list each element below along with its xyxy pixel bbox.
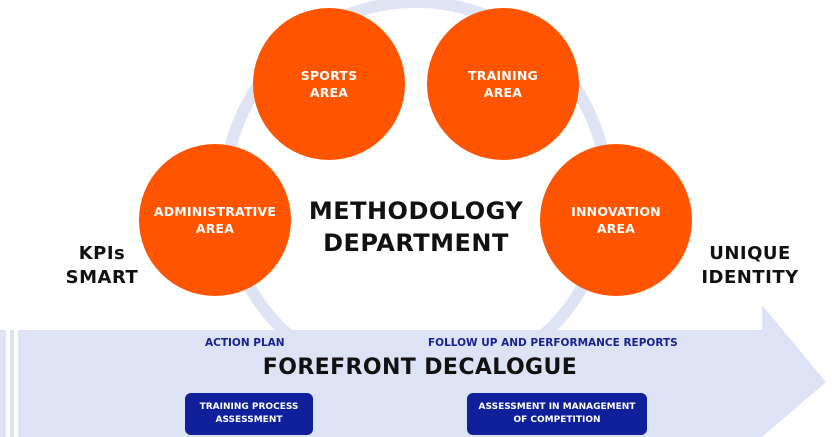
center-title: METHODOLOGY DEPARTMENT: [308, 197, 524, 257]
arrow-stripe: [6, 330, 10, 437]
training-process-assessment-label: TRAINING PROCESS ASSESSMENT: [199, 402, 299, 425]
kpis-smart-label: KPIs SMART: [65, 243, 139, 288]
innovation-area-circle: INNOVATION AREA: [540, 144, 692, 296]
innovation-area-label: INNOVATION AREA: [571, 204, 661, 236]
training-area-circle: TRAINING AREA: [427, 8, 579, 160]
assessment-management-label: ASSESSMENT IN MANAGEMENT OF COMPETITION: [478, 402, 636, 425]
arrow-stripe: [14, 330, 18, 437]
sports-area-circle: SPORTS AREA: [253, 8, 405, 160]
training-area-label: TRAINING AREA: [468, 68, 538, 100]
follow-up-label: FOLLOW UP AND PERFORMANCE REPORTS: [428, 337, 678, 349]
administrative-area-circle: ADMINISTRATIVE AREA: [139, 144, 291, 296]
sports-area-label: SPORTS AREA: [300, 68, 358, 100]
forefront-decalogue-title: FOREFRONT DECALOGUE: [262, 355, 578, 380]
training-process-assessment-box: TRAINING PROCESS ASSESSMENT: [185, 393, 313, 435]
administrative-area-label: ADMINISTRATIVE AREA: [153, 204, 277, 236]
assessment-management-box: ASSESSMENT IN MANAGEMENT OF COMPETITION: [467, 393, 647, 435]
action-plan-label: ACTION PLAN: [205, 337, 285, 349]
unique-identity-label: UNIQUE IDENTITY: [701, 243, 799, 288]
